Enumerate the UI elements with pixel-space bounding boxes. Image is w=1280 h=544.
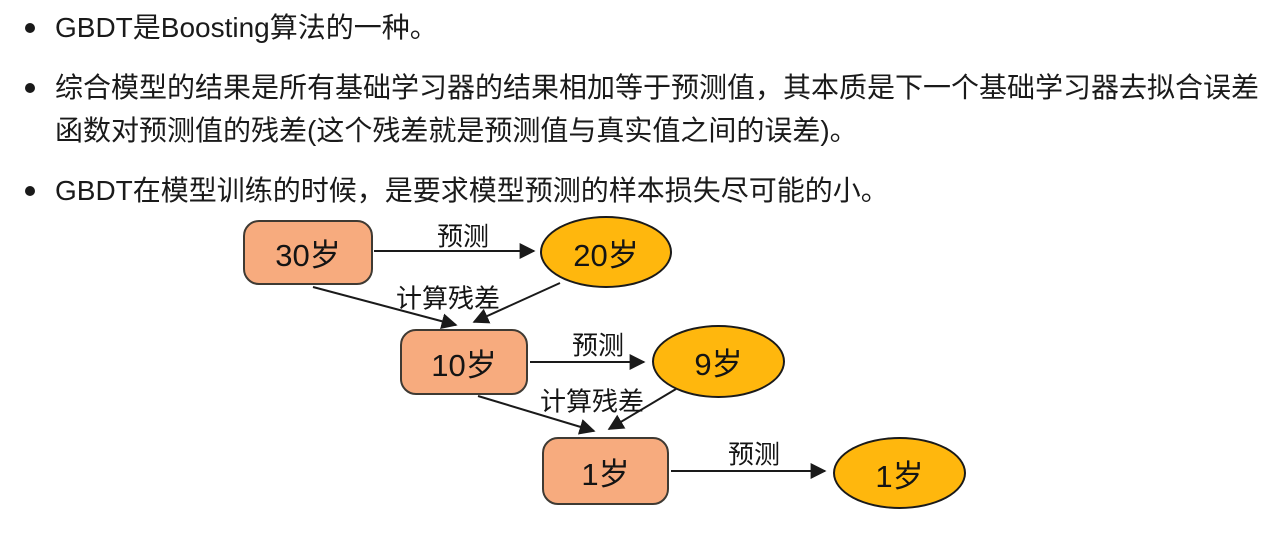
arrow-residual-from-30 <box>312 286 458 330</box>
bullet-list: GBDT是Boosting算法的一种。 综合模型的结果是所有基础学习器的结果相加… <box>0 0 1272 212</box>
bullet-dot <box>25 23 35 33</box>
edge-label-predict-1: 预测 <box>436 221 490 252</box>
node-label: 20岁 <box>573 237 639 273</box>
node-label: 10岁 <box>431 347 497 383</box>
bullet-item: GBDT在模型训练的时候，是要求模型预测的样本损失尽可能的小。 <box>0 169 1262 212</box>
bullet-text: GBDT是Boosting算法的一种。 <box>55 12 438 43</box>
bullet-item: 综合模型的结果是所有基础学习器的结果相加等于预测值，其本质是下一个基础学习器去拟… <box>0 66 1262 152</box>
node-predicted-9: 9岁 <box>652 325 785 398</box>
edge-label-predict-2: 预测 <box>571 330 625 361</box>
node-predicted-1: 1岁 <box>833 437 966 509</box>
node-label: 1岁 <box>875 458 924 494</box>
bullet-text: GBDT在模型训练的时候，是要求模型预测的样本损失尽可能的小。 <box>55 175 889 206</box>
arrow-residual-from-10 <box>477 395 596 435</box>
bullet-dot <box>25 186 35 196</box>
node-predicted-20: 20岁 <box>540 216 672 288</box>
bullet-text: 综合模型的结果是所有基础学习器的结果相加等于预测值，其本质是下一个基础学习器去拟… <box>55 72 1260 146</box>
bullet-dot <box>25 83 35 93</box>
edge-label-predict-3: 预测 <box>727 439 781 470</box>
node-residual-10: 10岁 <box>400 329 528 395</box>
node-label: 1岁 <box>581 456 630 492</box>
node-residual-1: 1岁 <box>542 437 669 505</box>
node-label: 30岁 <box>275 238 341 273</box>
arrow-residual-from-20 <box>472 282 561 324</box>
arrow-residual-from-9 <box>607 388 677 430</box>
node-actual-30: 30岁 <box>243 220 373 285</box>
bullet-item: GBDT是Boosting算法的一种。 <box>0 6 1262 49</box>
edge-label-residual-1: 计算残差 <box>395 283 501 314</box>
edge-label-residual-2: 计算残差 <box>539 386 645 417</box>
node-label: 9岁 <box>694 347 743 382</box>
